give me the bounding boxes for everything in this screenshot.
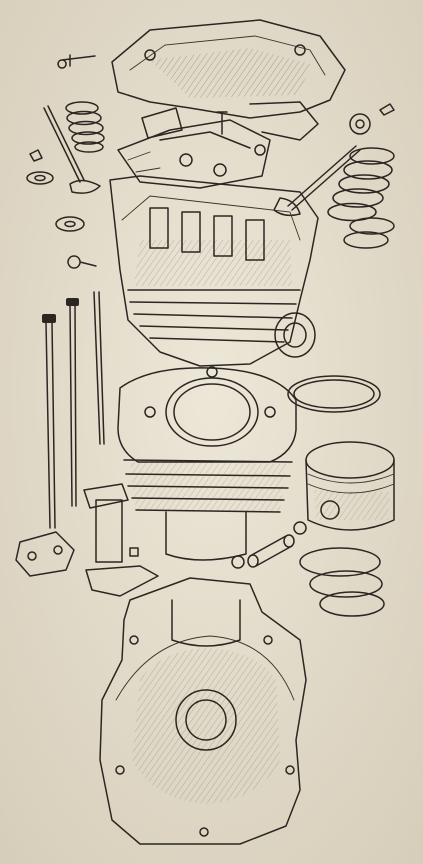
cylinder-barrel: [117, 366, 297, 561]
valve-springs-right: [327, 103, 395, 249]
exhaust-valve: [273, 145, 361, 217]
circlips: [231, 521, 307, 569]
inlet-valve: [43, 105, 101, 194]
gudgeon-pin: [247, 534, 295, 568]
rocker-arms: [117, 101, 319, 189]
rocker-box-cover: [57, 19, 346, 119]
head-bolts: [42, 314, 56, 529]
tappet-block: [15, 531, 139, 577]
pushrod-tube: [83, 483, 159, 597]
valve-springs: [65, 101, 105, 153]
crankcase-half: [99, 577, 307, 845]
valve-collets: [26, 149, 85, 232]
cylinder-head: [67, 175, 319, 367]
piston: [305, 441, 395, 531]
pushrods: [66, 291, 105, 507]
head-gasket: [287, 375, 381, 413]
piston-rings: [299, 547, 385, 617]
